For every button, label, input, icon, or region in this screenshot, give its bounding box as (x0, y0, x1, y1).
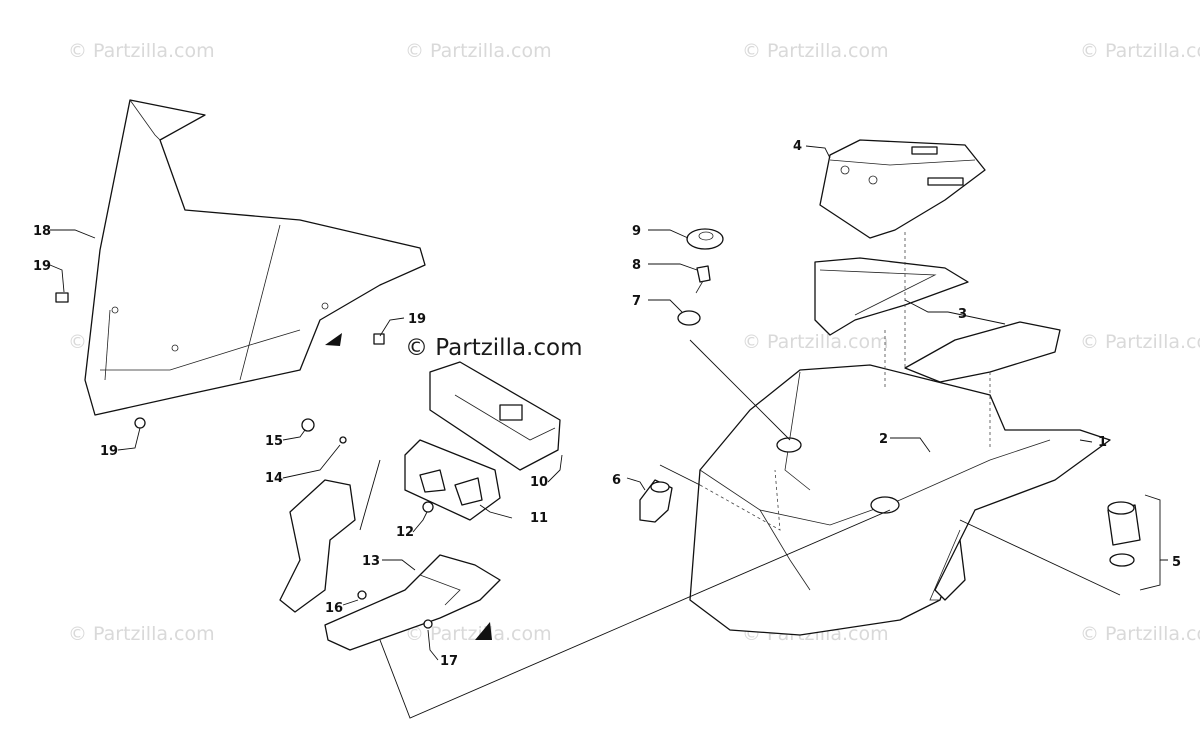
callout-10: 10 (530, 475, 548, 490)
ignition-cap (686, 228, 724, 250)
watermark: © Partzilla.com (1080, 331, 1200, 353)
module-bracket (404, 439, 501, 521)
callout-4: 4 (793, 139, 802, 154)
grommet (677, 310, 701, 326)
watermark-layer: © Partzilla.com © Partzilla.com © Partzi… (68, 40, 1200, 645)
watermark: © Partzilla.com (405, 40, 552, 62)
top-cover (819, 139, 986, 239)
callout-12: 12 (396, 525, 414, 540)
callout-11: 11 (530, 511, 548, 526)
washer (339, 436, 347, 444)
callout-1: 1 (1098, 435, 1107, 450)
windshield (84, 99, 426, 416)
callout-8: 8 (632, 258, 641, 273)
callout-13: 13 (362, 554, 380, 569)
watermark: © Partzilla.com (742, 40, 889, 62)
callout-19: 19 (33, 259, 51, 274)
callout-7: 7 (632, 294, 641, 309)
callout-labels: 1 2 3 4 5 6 7 8 9 10 11 12 13 14 15 16 1… (33, 139, 1181, 669)
bolt (422, 501, 434, 513)
watermark: © Partzilla.com (742, 331, 889, 353)
callout-15: 15 (265, 434, 283, 449)
watermark: © Partzilla.com (1080, 623, 1200, 645)
power-outlet (1107, 501, 1141, 567)
brand-watermark: © Partzilla.com (405, 335, 583, 361)
callout-6: 6 (612, 473, 621, 488)
watermark: © Partzilla.com (68, 623, 215, 645)
callout-14: 14 (265, 471, 283, 486)
leader-lines (49, 145, 1168, 719)
direction-arrow (325, 333, 342, 346)
callout-16: 16 (325, 601, 343, 616)
control-module (429, 361, 561, 471)
callout-19: 19 (408, 312, 426, 327)
mounting-bracket (279, 479, 501, 651)
callout-9: 9 (632, 224, 641, 239)
watermark: © Partzilla.com (1080, 40, 1200, 62)
ignition-key (695, 265, 711, 294)
callout-2: 2 (879, 432, 888, 447)
switch (639, 479, 673, 523)
callout-3: 3 (958, 307, 967, 322)
nut (301, 418, 315, 432)
callout-18: 18 (33, 224, 51, 239)
callout-19: 19 (100, 444, 118, 459)
screw (423, 619, 433, 629)
insert-panel (814, 257, 1061, 383)
callout-17: 17 (440, 654, 458, 669)
screw (357, 590, 367, 600)
hood (689, 364, 1111, 636)
direction-arrow (475, 622, 492, 640)
callout-5: 5 (1172, 555, 1181, 570)
watermark: © Partzilla.com (405, 623, 552, 645)
watermark: © Partzilla.com (68, 40, 215, 62)
